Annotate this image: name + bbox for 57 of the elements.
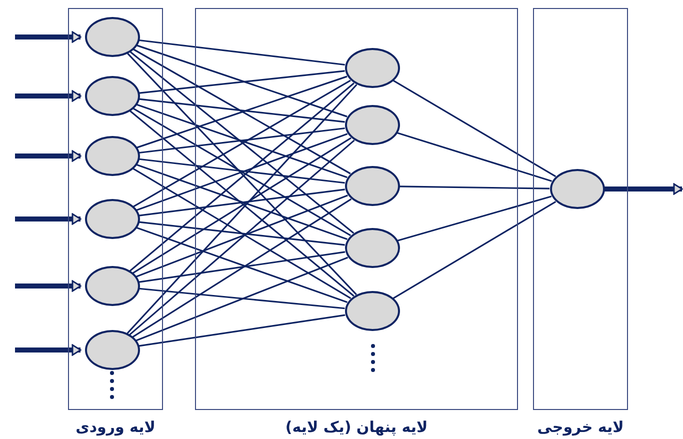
neuron-circle bbox=[84, 17, 140, 57]
input-arrow bbox=[15, 31, 82, 43]
connection-line bbox=[132, 137, 352, 274]
connection-line bbox=[136, 104, 348, 178]
connection-line bbox=[397, 196, 552, 242]
input-arrow bbox=[15, 90, 82, 102]
connection-line bbox=[139, 221, 345, 246]
connection-line bbox=[397, 132, 552, 182]
layer-label: لایه خروجی bbox=[537, 418, 624, 436]
layer-label: لایه پنهان (یک لایه) bbox=[285, 418, 428, 436]
neuron-circle bbox=[84, 266, 140, 306]
connection-line bbox=[136, 133, 348, 211]
neuron-circle bbox=[344, 166, 400, 206]
input-arrow bbox=[604, 183, 683, 195]
connection-line bbox=[138, 251, 346, 283]
input-arrow bbox=[15, 213, 82, 225]
neuron-circle bbox=[84, 76, 140, 116]
connection-line bbox=[139, 127, 345, 154]
connection-line bbox=[139, 98, 345, 123]
connection-line bbox=[129, 140, 355, 336]
neuron-circle bbox=[344, 291, 400, 331]
connection-line bbox=[138, 188, 346, 216]
neuron-circle bbox=[344, 228, 400, 268]
connection-line bbox=[130, 82, 354, 272]
neuron-circle bbox=[344, 105, 400, 145]
connection-line bbox=[133, 80, 351, 208]
connection-line bbox=[133, 108, 351, 236]
connection-line bbox=[136, 256, 348, 342]
connection-line bbox=[136, 194, 348, 278]
input-arrow bbox=[15, 150, 82, 162]
connection-line bbox=[136, 44, 348, 118]
connection-line bbox=[136, 227, 348, 303]
input-arrow bbox=[15, 344, 82, 356]
connection-line bbox=[126, 84, 358, 334]
connection-line bbox=[132, 168, 352, 299]
connection-line bbox=[130, 110, 354, 297]
layer-label: لایه ورودی bbox=[76, 418, 156, 436]
connection-line bbox=[136, 76, 348, 148]
connection-line bbox=[399, 186, 550, 190]
input-arrow bbox=[15, 280, 82, 292]
connection-line bbox=[392, 80, 556, 178]
connection-line bbox=[392, 200, 556, 300]
neuron-circle bbox=[84, 330, 140, 370]
connection-line bbox=[133, 48, 351, 174]
connection-line bbox=[138, 314, 346, 347]
connection-line bbox=[132, 198, 352, 338]
connection-line bbox=[139, 288, 345, 310]
connection-line bbox=[136, 164, 348, 240]
neuron-circle bbox=[344, 48, 400, 88]
neuron-circle bbox=[84, 199, 140, 239]
connection-line bbox=[139, 39, 345, 66]
connection-line bbox=[130, 51, 354, 234]
neuron-circle bbox=[84, 136, 140, 176]
connection-line bbox=[127, 52, 357, 296]
neuron-circle bbox=[550, 169, 604, 209]
connection-line bbox=[139, 158, 345, 184]
connection-line bbox=[139, 70, 345, 94]
